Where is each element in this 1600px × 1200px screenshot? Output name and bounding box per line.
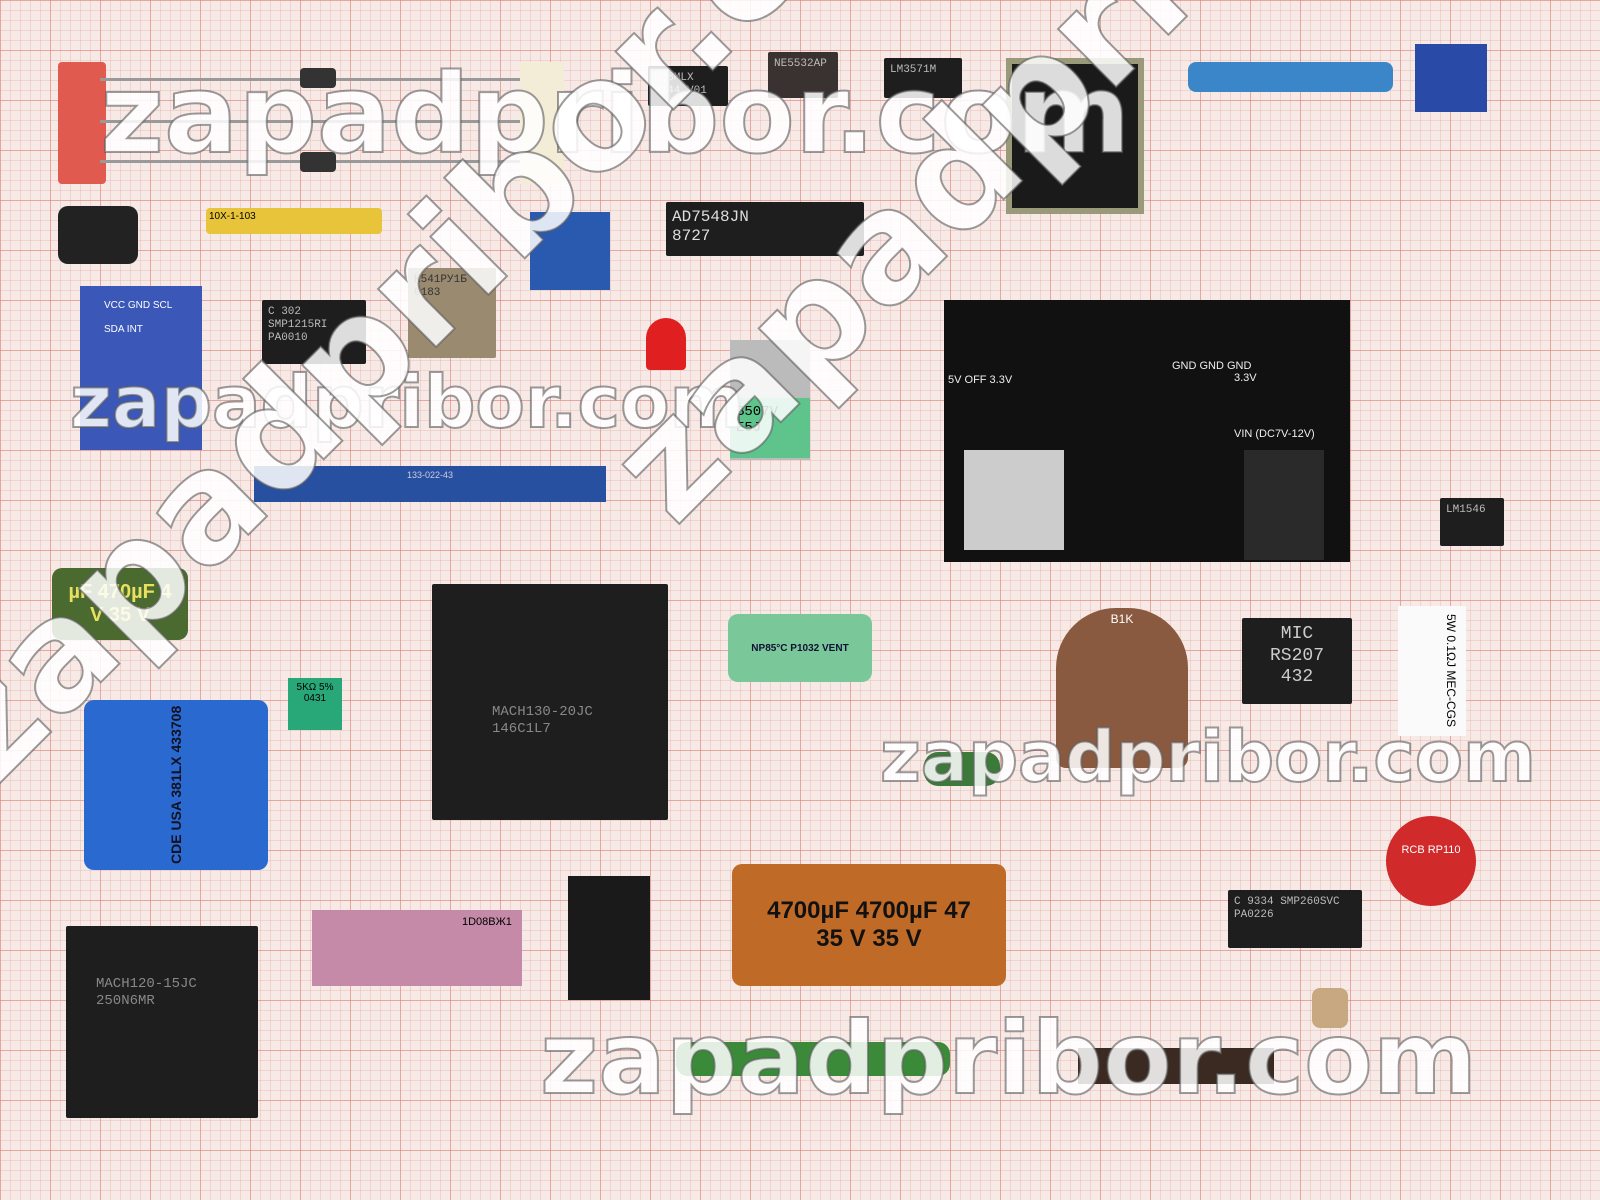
blue-potentiometer: [530, 212, 610, 290]
plcc-mach120: MACH120-15JC 250N6MR: [66, 926, 258, 1118]
usb-port: [964, 450, 1064, 550]
chip-label: MACH130-20JC: [492, 704, 593, 720]
capacitor-np: NP85°C P1032 VENT: [728, 614, 872, 682]
ic-ne5532: NE5532AP: [768, 52, 838, 98]
ic-label: AD7548JN: [672, 208, 749, 226]
transistor-label: B507V E5J: [730, 398, 810, 458]
capacitor-voltage: 35 V 35 V: [816, 925, 922, 952]
trimmer-5k: 5KΩ 5% 0431: [288, 678, 342, 730]
display-module: [1006, 58, 1144, 214]
seven-segment-display: [568, 876, 650, 1000]
board-label-5v: 5V OFF 3.3V: [948, 374, 1013, 386]
board-label-33: 3.3V: [1234, 372, 1257, 384]
ic-lm3571: LM3571M: [884, 58, 962, 98]
ic-k541: К541РУ1Б 0183: [408, 268, 496, 358]
inductor: [58, 206, 138, 264]
green-capacitor: [924, 752, 1000, 786]
ic-rq8mlx: RQ8MLX 2144 V01: [648, 66, 728, 106]
bridge-model: RS207: [1269, 645, 1324, 666]
capacitor-label: µF 470µF 4: [68, 581, 172, 603]
capacitor-470uf: µF 470µF 4 V 35 V: [52, 568, 188, 640]
capacitor-label: 4700µF 4700µF 47: [767, 897, 971, 924]
board-label-gnd: GND GND GND: [1172, 360, 1252, 372]
blue-trimmer: [1415, 44, 1487, 112]
edge-connector: 133-022-43: [254, 466, 606, 502]
ic-smp260: C 9334 SMP260SVC PA0226: [1228, 890, 1362, 948]
red-component-block: [58, 62, 106, 184]
capacitor-voltage: V 35 V: [89, 604, 151, 626]
bridge-code: 432: [1280, 667, 1314, 688]
ic-lm1546: LM1546: [1440, 498, 1504, 546]
plcc-mach130: MACH130-20JC 146C1L7: [432, 584, 668, 820]
transistor-metal-can: [1312, 988, 1348, 1028]
white-block: [520, 62, 564, 184]
ceramic-ic-1d08: 1D08BЖ1: [312, 910, 522, 986]
ic-ad7548: AD7548JN 8727: [666, 202, 864, 256]
transistor-b507: B507V E5J: [730, 340, 810, 460]
blue-resistor: [1188, 62, 1393, 92]
potentiometer-b1k: B1K: [1056, 608, 1188, 768]
diode: [300, 152, 336, 172]
resistor-5w: 5W 0.1ΩJ MEC-CGS: [1398, 606, 1466, 736]
power-supply-board: VIN (DC7V-12V) 3.3V 5V OFF 3.3V GND GND …: [944, 300, 1350, 562]
capacitor-4700uf: 4700µF 4700µF 47 35 V 35 V: [732, 864, 1006, 986]
varistor: RCB RP110: [1386, 816, 1476, 906]
ic-smp1215: C 302 SMP1215RI PA0010: [262, 300, 366, 364]
chip-label: MACH120-15JC: [96, 976, 197, 992]
ic-code: 8727: [672, 227, 711, 246]
watermark: zapadpribor.com: [99, 49, 1132, 179]
dc-jack: [1244, 450, 1324, 560]
green-resistor: [676, 1042, 950, 1076]
resistor-network: 10X-1-103: [206, 208, 382, 234]
red-led: [646, 318, 686, 370]
bridge-brand: MIC: [1280, 624, 1314, 644]
diode: [300, 68, 336, 88]
capacitor-cde: CDE USA 381LX 433708: [84, 700, 268, 870]
sensor-board: VCC GND SCL SDA INT: [80, 286, 202, 450]
resistor-array: [1078, 1048, 1274, 1084]
chip-code: 146C1L7: [492, 720, 551, 737]
board-label-vin: VIN (DC7V-12V): [1234, 428, 1315, 440]
lead-wire: [100, 120, 530, 123]
bridge-rectifier: MIC RS207 432: [1242, 618, 1352, 704]
chip-code: 250N6MR: [96, 992, 155, 1009]
